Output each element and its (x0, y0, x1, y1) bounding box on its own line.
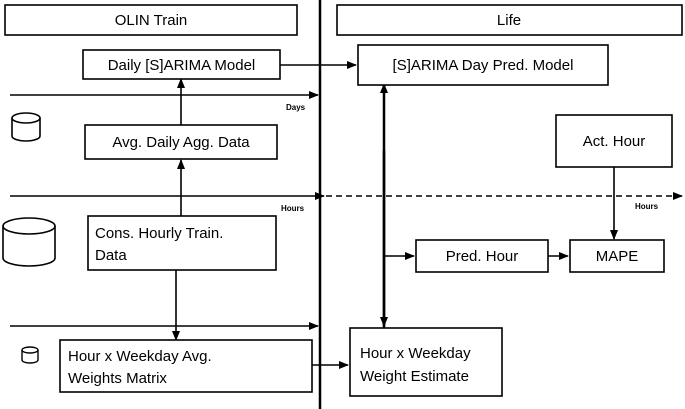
mape-label: MAPE (596, 248, 639, 265)
database-icon-large (2, 217, 56, 267)
pred-hour-label: Pred. Hour (446, 248, 519, 265)
avg-daily-agg-box: Avg. Daily Agg. Data (84, 124, 278, 160)
train-header: OLIN Train (4, 4, 298, 36)
pred-hour-box: Pred. Hour (415, 239, 549, 273)
hours-axis-label-train: Hours (281, 204, 305, 213)
weight-estimate-label-line2: Weight Estimate (360, 368, 469, 385)
database-icon-tiny (21, 346, 39, 364)
hours-axis-label-life: Hours (635, 202, 659, 211)
database-icon-small (11, 112, 41, 142)
daily-sarima-model-box: Daily [S]ARIMA Model (82, 49, 281, 80)
life-header-label: Life (497, 12, 521, 29)
cons-hourly-train-box: Cons. Hourly Train. Data (87, 215, 277, 271)
weights-matrix-box: Hour x Weekday Avg. Weights Matrix (59, 339, 313, 393)
sarima-day-pred-model-box: [S]ARIMA Day Pred. Model (357, 44, 609, 86)
avg-daily-agg-label: Avg. Daily Agg. Data (112, 134, 250, 151)
sarima-day-pred-model-label: [S]ARIMA Day Pred. Model (393, 57, 574, 74)
weights-matrix-label-line2: Weights Matrix (68, 370, 167, 387)
daily-sarima-model-label: Daily [S]ARIMA Model (108, 57, 256, 74)
cons-hourly-train-label-line1: Cons. Hourly Train. (95, 225, 223, 242)
days-axis-label: Days (286, 103, 306, 112)
weight-estimate-label-line1: Hour x Weekday (360, 345, 471, 362)
weights-matrix-label-line1: Hour x Weekday Avg. (68, 348, 212, 365)
train-header-label: OLIN Train (115, 12, 188, 29)
cons-hourly-train-label-line2: Data (95, 247, 127, 264)
act-hour-box: Act. Hour (555, 114, 673, 168)
act-hour-label: Act. Hour (583, 133, 646, 150)
weight-estimate-box: Hour x Weekday Weight Estimate (349, 327, 503, 397)
life-header: Life (336, 4, 683, 36)
mape-box: MAPE (569, 239, 665, 273)
